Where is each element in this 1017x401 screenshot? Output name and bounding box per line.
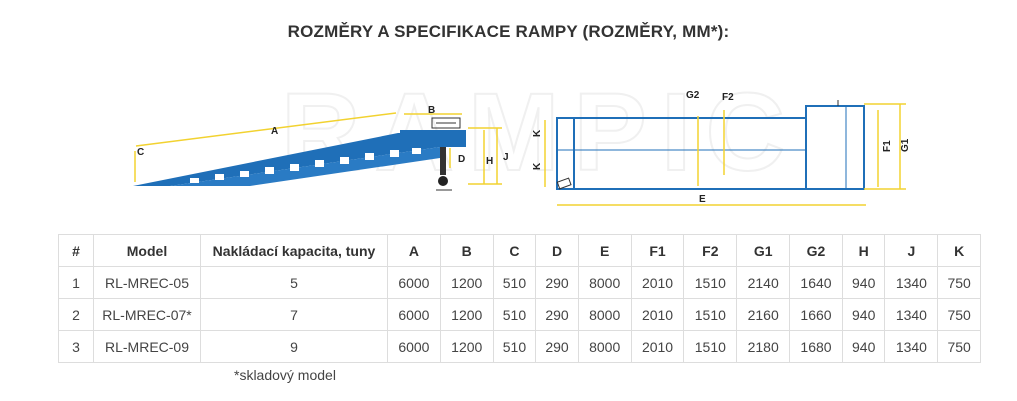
dim-label-d: D [458,154,465,165]
column-header: F1 [630,234,685,267]
column-header: H [841,234,886,267]
table-cell: 940 [841,330,886,363]
dim-label-j: J [503,152,509,163]
dim-label-k-upper: K [532,129,543,137]
table-cell: 940 [841,298,886,331]
table-cell: 1200 [439,266,494,299]
table-cell: 290 [535,266,579,299]
column-header: Nakládací kapacita, tuny [200,234,388,267]
table-cell: 1510 [683,330,738,363]
table-row: 3 RL-MREC-09 9 6000 1200 510 290 8000 20… [58,330,981,363]
dim-label-e: E [699,194,706,205]
specification-table: # Model Nakládací kapacita, tuny A B C D… [58,234,981,363]
column-header: B [439,234,494,267]
table-cell: 7 [200,298,388,331]
table-cell: 5 [200,266,388,299]
table-cell: 750 [937,266,981,299]
dim-label-k-lower: K [532,162,543,170]
table-cell: 1200 [439,298,494,331]
watermark-text: RAMPIC [281,71,799,194]
top-view-drawing: G2 F2 K K E F1 G1 [532,90,911,206]
dim-label-g2: G2 [686,90,700,101]
table-cell: 1340 [884,330,939,363]
table-cell: 6000 [387,330,441,363]
table-cell: 510 [492,330,537,363]
column-header: J [884,234,939,267]
table-cell: 1510 [683,298,738,331]
column-header: A [387,234,441,267]
table-cell: 2010 [630,266,685,299]
table-cell: 290 [535,298,579,331]
column-header: E [577,234,632,267]
table-cell: 1 [58,266,94,299]
column-header: G1 [736,234,791,267]
column-header: G2 [789,234,843,267]
table-cell: 1340 [884,266,939,299]
dim-label-g1: G1 [900,138,911,152]
table-cell: 2010 [630,330,685,363]
table-cell: 750 [937,330,981,363]
footnote: *skladový model [234,367,336,383]
table-cell: 940 [841,266,886,299]
page-title: ROZMĚRY A SPECIFIKACE RAMPY (ROZMĚRY, MM… [287,22,730,41]
table-row: 1 RL-MREC-05 5 6000 1200 510 290 8000 20… [58,266,981,299]
column-header: D [535,234,579,267]
table-cell: 1200 [439,330,494,363]
ramp-diagrams: RAMPIC [133,70,911,206]
table-cell: 510 [492,298,537,331]
table-cell: 2 [58,298,94,331]
table-cell: 8000 [577,298,632,331]
platform-top [805,105,865,190]
table-cell: 1680 [789,330,843,363]
dim-label-a: A [271,126,278,137]
table-cell: RL-MREC-05 [93,266,201,299]
table-cell: 1640 [789,266,843,299]
table-cell: 510 [492,266,537,299]
table-cell: 6000 [387,298,441,331]
table-cell: 750 [937,298,981,331]
ramp-deck [133,133,466,186]
column-header: K [937,234,981,267]
table-cell: 9 [200,330,388,363]
table-cell: 8000 [577,330,632,363]
table-cell: 2180 [736,330,791,363]
dim-label-c: C [137,147,144,158]
dim-label-h: H [486,156,493,167]
dim-label-f1: F1 [882,140,893,152]
table-cell: 1660 [789,298,843,331]
side-view-drawing: C A B D H J [133,105,509,191]
table-cell: 3 [58,330,94,363]
column-header: # [58,234,94,267]
wheel [438,176,448,186]
column-header: F2 [683,234,738,267]
table-cell: 6000 [387,266,441,299]
column-header: Model [93,234,201,267]
table-cell: 290 [535,330,579,363]
table-row: 2 RL-MREC-07* 7 6000 1200 510 290 8000 2… [58,298,981,331]
table-cell: 2140 [736,266,791,299]
table-cell: 2160 [736,298,791,331]
dim-label-f2: F2 [722,92,734,103]
column-header: C [492,234,537,267]
table-header-row: # Model Nakládací kapacita, tuny A B C D… [58,234,981,267]
table-cell: RL-MREC-09 [93,330,201,363]
table-cell: RL-MREC-07* [93,298,201,331]
table-cell: 1510 [683,266,738,299]
table-cell: 8000 [577,266,632,299]
table-cell: 2010 [630,298,685,331]
dim-label-b: B [428,105,435,116]
table-cell: 1340 [884,298,939,331]
